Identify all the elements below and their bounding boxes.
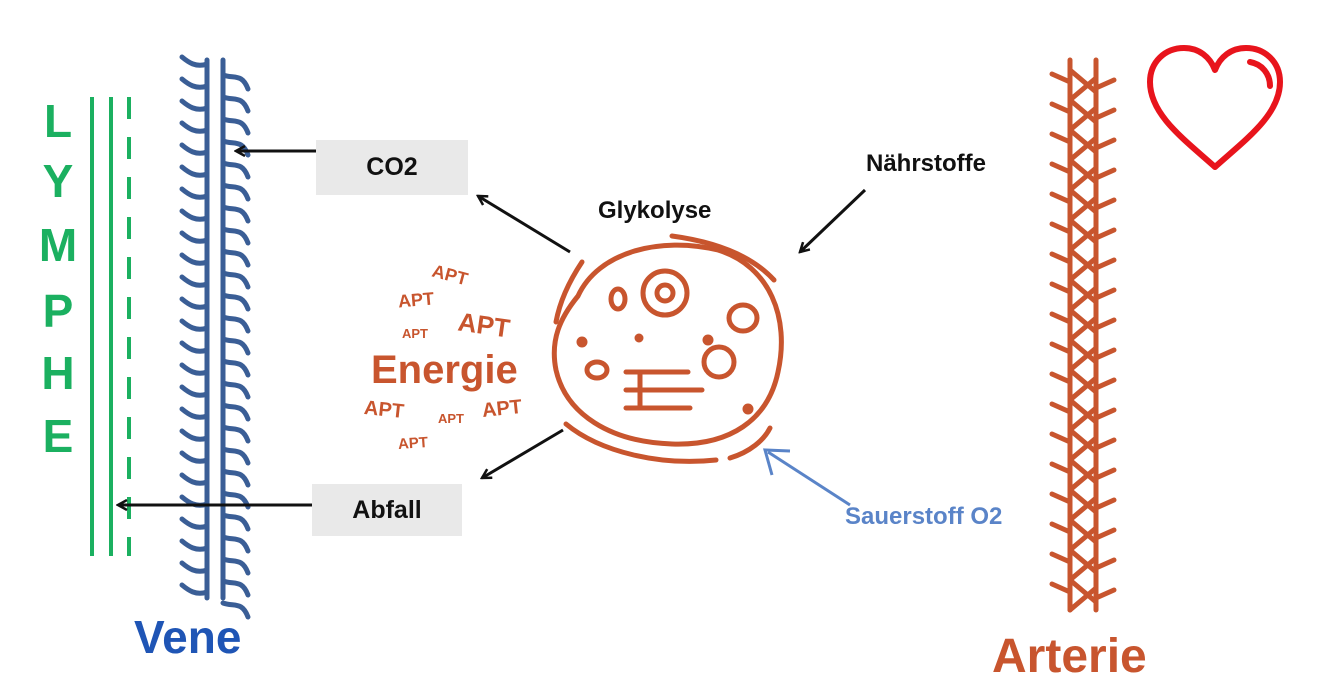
sauerstoff-label: Sauerstoff O2 — [845, 503, 1003, 530]
apt-word: APT — [402, 326, 428, 341]
cell-to-co2-arrow — [478, 196, 571, 254]
apt-word: APT — [362, 396, 406, 424]
lymph-letter: H — [41, 347, 75, 399]
apt-word: APT — [397, 433, 429, 454]
lymph-letter: M — [38, 219, 78, 271]
lymph-letter: P — [42, 285, 74, 337]
artery-vessel — [1049, 57, 1117, 613]
arrows — [118, 151, 867, 507]
apt-word: APT — [456, 306, 512, 344]
artery-label: Arterie — [992, 630, 1147, 683]
heart-icon — [1147, 45, 1283, 170]
cell-to-abfall-arrow — [482, 428, 564, 478]
naehrstoffe-label: Nährstoffe — [866, 150, 987, 177]
apt-word: APT — [397, 288, 435, 312]
vein-label: Vene — [134, 611, 242, 663]
lymph-letter: L — [43, 95, 73, 147]
lymph-vessel — [90, 97, 131, 556]
apt-word: APT — [438, 411, 464, 426]
cell-icon — [551, 233, 784, 464]
energie-label: Energie — [371, 348, 518, 392]
naehrstoffe-arrow — [800, 188, 867, 252]
co2-box: CO2 — [316, 140, 468, 195]
glykolyse-label: Glykolyse — [598, 197, 712, 224]
lymph-letter: E — [42, 410, 74, 462]
vein-vessel — [179, 54, 251, 620]
apt-word: APT — [480, 395, 524, 423]
lymph-letter: Y — [42, 155, 74, 207]
sauerstoff-arrow — [767, 450, 851, 507]
sauerstoff-arrowhead — [762, 448, 791, 476]
abfall-box: Abfall — [312, 484, 462, 536]
